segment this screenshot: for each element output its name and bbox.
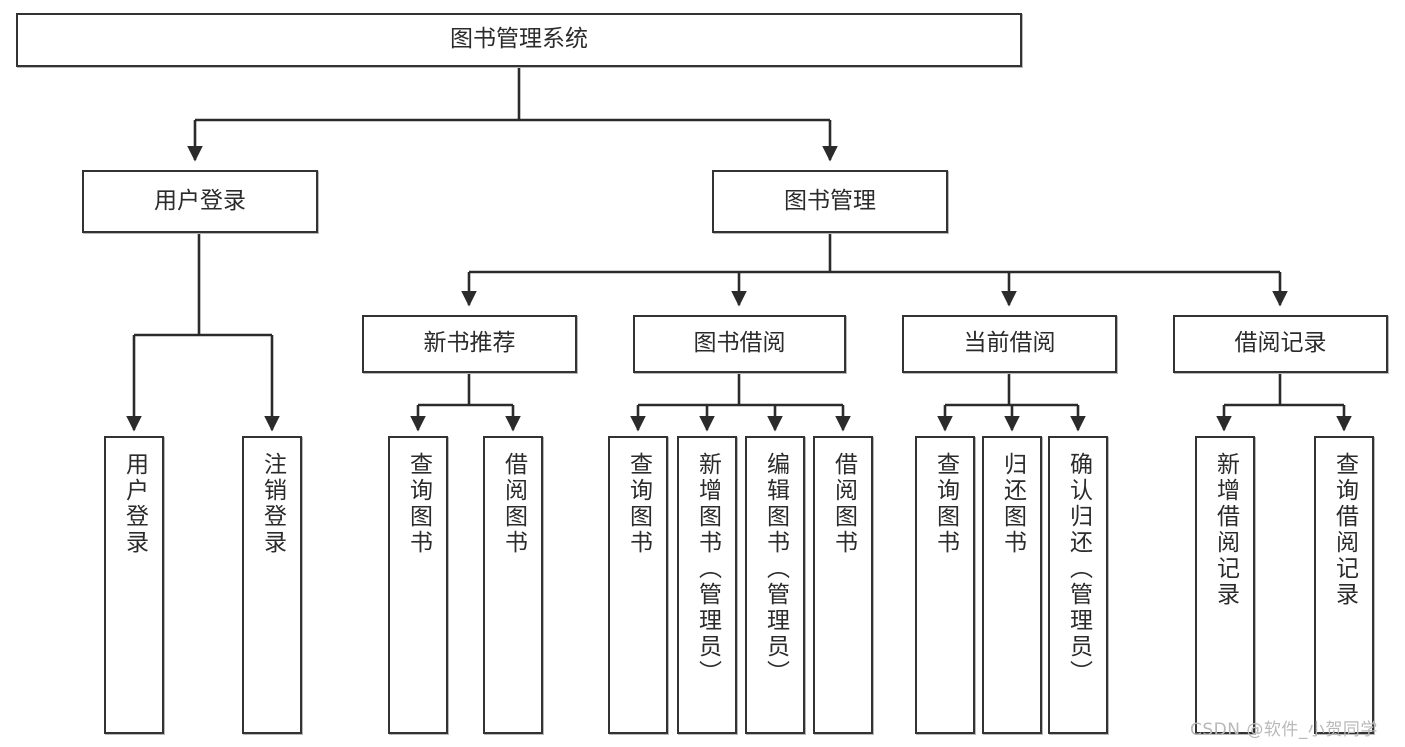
node-label: 图书借阅 bbox=[693, 330, 786, 357]
node-current-borrow[interactable]: 当前借阅 bbox=[902, 315, 1117, 373]
node-label: 用户登录 bbox=[121, 452, 148, 556]
node-label: 图书管理 bbox=[784, 187, 876, 214]
node-label: 借阅图书 bbox=[500, 452, 527, 556]
leaf-query-borrow-record[interactable]: 查询借阅记录 bbox=[1314, 436, 1374, 734]
node-label: 用户登录 bbox=[154, 187, 246, 214]
csdn-watermark: CSDN @软件_小贺同学 bbox=[1190, 720, 1378, 740]
leaf-add-borrow-record[interactable]: 新增借阅记录 bbox=[1195, 436, 1255, 734]
node-label: 图书管理系统 bbox=[450, 26, 588, 53]
node-label: 查询图书 bbox=[932, 452, 959, 556]
leaf-user-login[interactable]: 用户登录 bbox=[104, 436, 164, 734]
node-label: 新书推荐 bbox=[423, 330, 516, 357]
leaf-borrow-books-recommend[interactable]: 借阅图书 bbox=[483, 436, 543, 734]
node-label: 注销登录 bbox=[259, 452, 286, 556]
node-user-login[interactable]: 用户登录 bbox=[82, 170, 318, 233]
node-label: 新增借阅记录 bbox=[1212, 452, 1239, 608]
leaf-return-books[interactable]: 归还图书 bbox=[982, 436, 1042, 734]
node-label: 归还图书 bbox=[999, 452, 1026, 556]
node-borrow-records[interactable]: 借阅记录 bbox=[1173, 315, 1388, 373]
node-label: 查询图书 bbox=[625, 452, 652, 556]
leaf-query-books-current[interactable]: 查询图书 bbox=[915, 436, 975, 734]
node-root-system[interactable]: 图书管理系统 bbox=[16, 13, 1022, 67]
leaf-query-books-recommend[interactable]: 查询图书 bbox=[388, 436, 448, 734]
node-book-borrow[interactable]: 图书借阅 bbox=[633, 315, 846, 373]
node-new-book-recommend[interactable]: 新书推荐 bbox=[362, 315, 577, 373]
node-label: 借阅记录 bbox=[1234, 330, 1327, 357]
node-label: 借阅图书 bbox=[830, 452, 857, 556]
leaf-add-book-admin[interactable]: 新增图书（管理员） bbox=[677, 436, 737, 734]
leaf-edit-book-admin[interactable]: 编辑图书（管理员） bbox=[745, 436, 805, 734]
node-book-management[interactable]: 图书管理 bbox=[712, 170, 948, 233]
node-label: 确认归还（管理员） bbox=[1065, 452, 1092, 686]
node-label: 编辑图书（管理员） bbox=[762, 452, 789, 686]
leaf-confirm-return-admin[interactable]: 确认归还（管理员） bbox=[1048, 436, 1108, 734]
node-label: 查询借阅记录 bbox=[1331, 452, 1358, 608]
node-label: 查询图书 bbox=[405, 452, 432, 556]
node-label: 当前借阅 bbox=[963, 330, 1056, 357]
node-label: 新增图书（管理员） bbox=[694, 452, 721, 686]
leaf-user-logout[interactable]: 注销登录 bbox=[242, 436, 302, 734]
leaf-query-books-borrow[interactable]: 查询图书 bbox=[608, 436, 668, 734]
leaf-borrow-books[interactable]: 借阅图书 bbox=[813, 436, 873, 734]
